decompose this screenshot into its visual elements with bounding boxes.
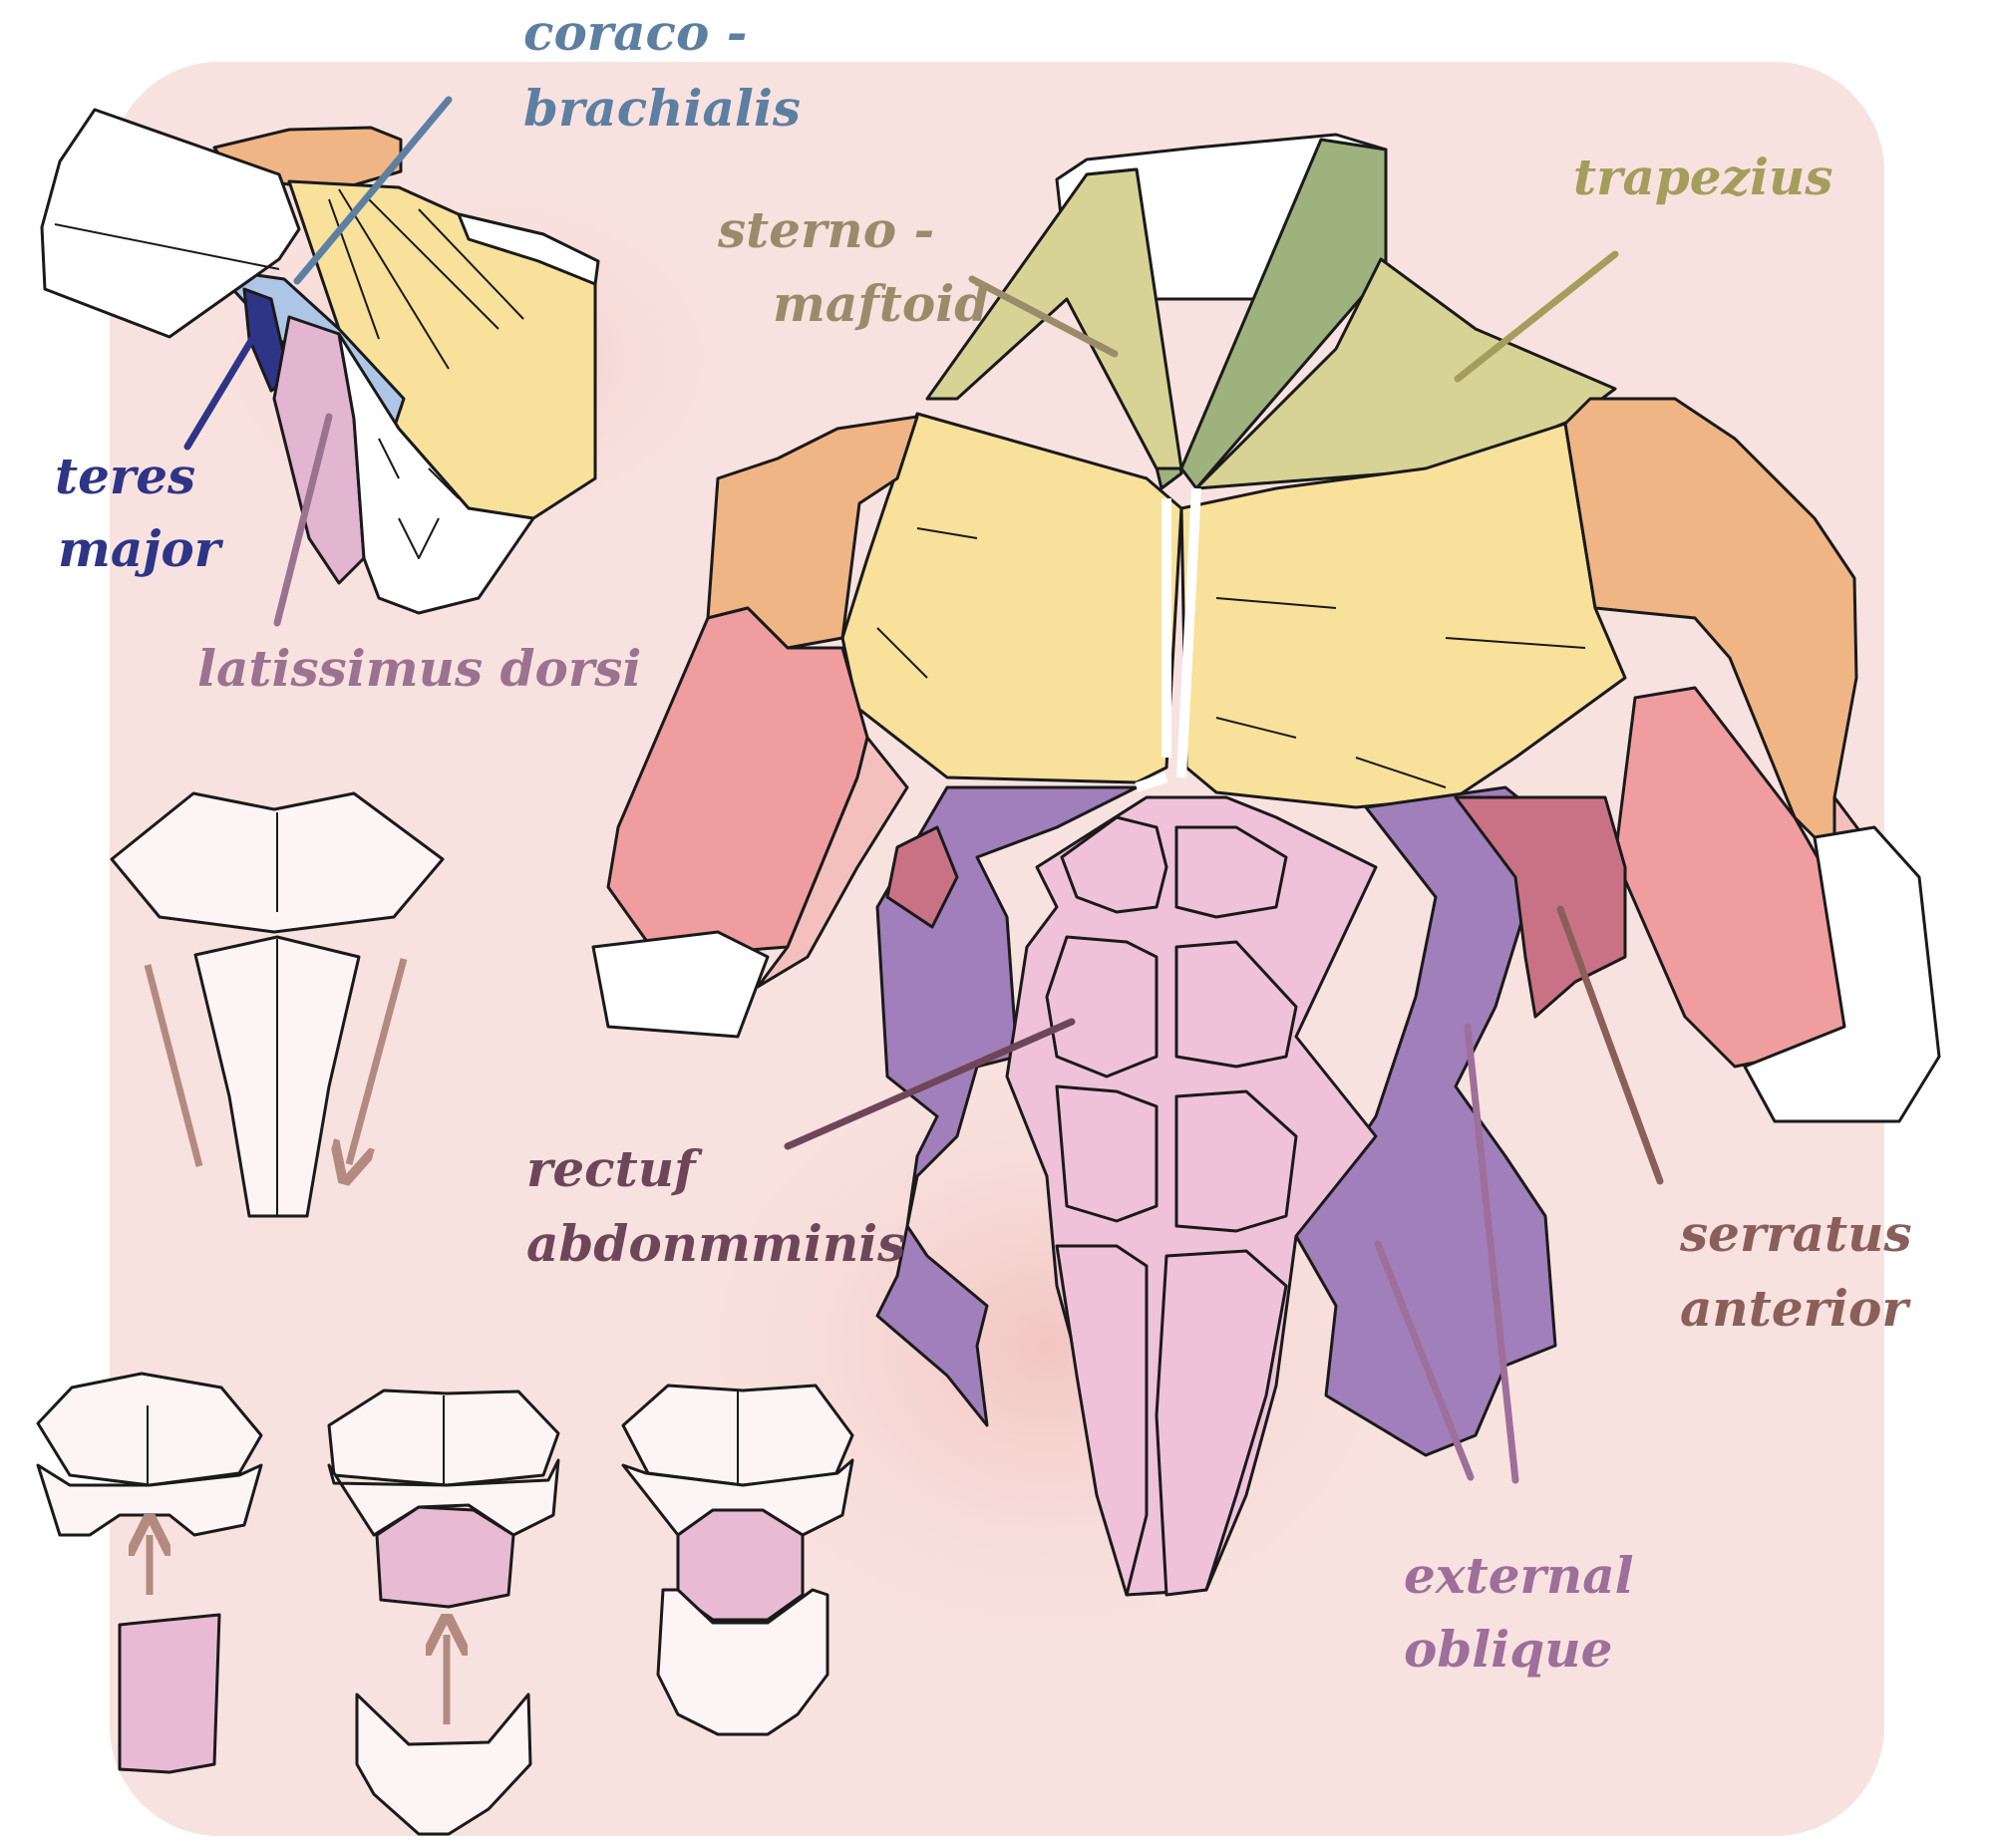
label-coraco-2: brachialis	[523, 79, 801, 138]
shape-pink-hex	[676, 1508, 805, 1622]
shape-pink-cap	[375, 1505, 515, 1609]
teres-leader	[183, 335, 256, 451]
label-serratus-1: serratus	[1679, 1204, 1912, 1263]
serratus-small-white	[337, 332, 535, 615]
label-sterno-1: sterno -	[717, 200, 934, 259]
wedge-arrows	[144, 958, 408, 1166]
label-teres-1: teres	[55, 447, 195, 505]
labels: coraco - brachialis sterno - maftoid tra…	[55, 3, 1912, 1679]
sterno-leader	[968, 275, 1119, 358]
pectoral-tendon-small	[457, 212, 600, 286]
pectoral-right	[1179, 422, 1627, 809]
leader-lines	[183, 96, 1664, 1484]
serratus-left	[885, 825, 959, 929]
rectuf-leader	[784, 1018, 1076, 1150]
label-external-1: external	[1404, 1546, 1634, 1605]
label-coraco-1: coraco -	[523, 3, 748, 62]
torso	[591, 133, 1941, 1597]
serratus-leader	[1556, 905, 1664, 1185]
label-trapezius: trapezius	[1573, 148, 1833, 206]
shape-block-1-bottom	[36, 1463, 263, 1537]
shoulder-detail	[40, 108, 600, 615]
sterno-right	[1179, 138, 1388, 490]
pectoral-fibers	[876, 527, 1586, 788]
label-sterno-2: maftoid	[773, 274, 989, 333]
shape-sequence	[36, 791, 854, 1836]
pectoral-small-fibers	[328, 188, 524, 370]
label-rectuf-1: rectuf	[526, 1139, 703, 1198]
shape-block-1-top	[36, 1372, 263, 1487]
label-teres-2: major	[58, 519, 224, 578]
external-leader-2	[1464, 1023, 1519, 1484]
wrist-right	[1743, 825, 1941, 1123]
shape-lower-bowl	[355, 1693, 532, 1836]
label-rectuf-2: abdonmminis	[526, 1214, 905, 1273]
external-leader-1	[1374, 1240, 1475, 1481]
trapezius-leader	[1454, 250, 1619, 383]
arm-stump-edge	[54, 223, 280, 270]
label-external-2: oblique	[1404, 1620, 1612, 1679]
label-serratus-2: anterior	[1680, 1279, 1911, 1338]
trapezius-left	[925, 167, 1183, 470]
oblique-left	[875, 785, 1139, 1427]
arm-stump	[40, 108, 301, 339]
serratus-small-lines	[378, 438, 460, 559]
label-latissimus: latissimus dorsi	[197, 639, 641, 698]
shape-pink-square	[118, 1613, 221, 1774]
rectus-segments	[1045, 815, 1298, 1597]
latissimus-leader	[273, 413, 333, 627]
sternum-line	[1135, 487, 1201, 792]
forearm-left-shadow	[756, 736, 909, 989]
shape-lower-cup	[656, 1588, 830, 1736]
wrist-left	[591, 930, 770, 1039]
coraco-leader	[293, 96, 453, 285]
